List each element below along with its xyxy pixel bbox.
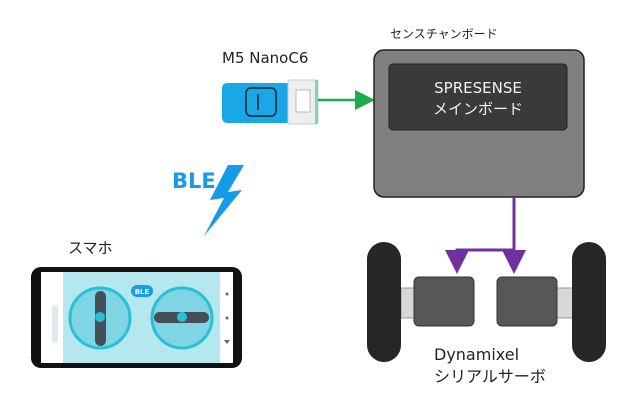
ble-label: BLE — [172, 169, 216, 193]
smartphone: BLE — [31, 267, 242, 368]
ble-connect-button[interactable] — [131, 285, 153, 297]
serial-lines — [445, 197, 526, 274]
right-servo — [496, 276, 558, 327]
main-board-title: SPRESENSE — [434, 79, 522, 97]
left-wheel — [367, 242, 401, 362]
carrier-board-label: センスチャンボード — [390, 27, 498, 41]
url-bar — [52, 305, 58, 343]
ble-button-label: BLE — [135, 288, 150, 296]
phone-label: スマホ — [68, 239, 113, 257]
main-board-subtitle: メインボード — [433, 100, 523, 118]
spresense-main-board — [388, 63, 568, 131]
m5-nanoc6-device — [222, 79, 319, 125]
servo-label-2: シリアルサーボ — [434, 367, 546, 386]
right-wheel — [572, 242, 606, 362]
lightning-bolt-icon — [204, 165, 244, 236]
left-servo — [413, 276, 475, 327]
servo-label-1: Dynamixel — [434, 345, 519, 364]
nano-label: M5 NanoC6 — [222, 49, 308, 67]
right-axle — [554, 287, 574, 319]
